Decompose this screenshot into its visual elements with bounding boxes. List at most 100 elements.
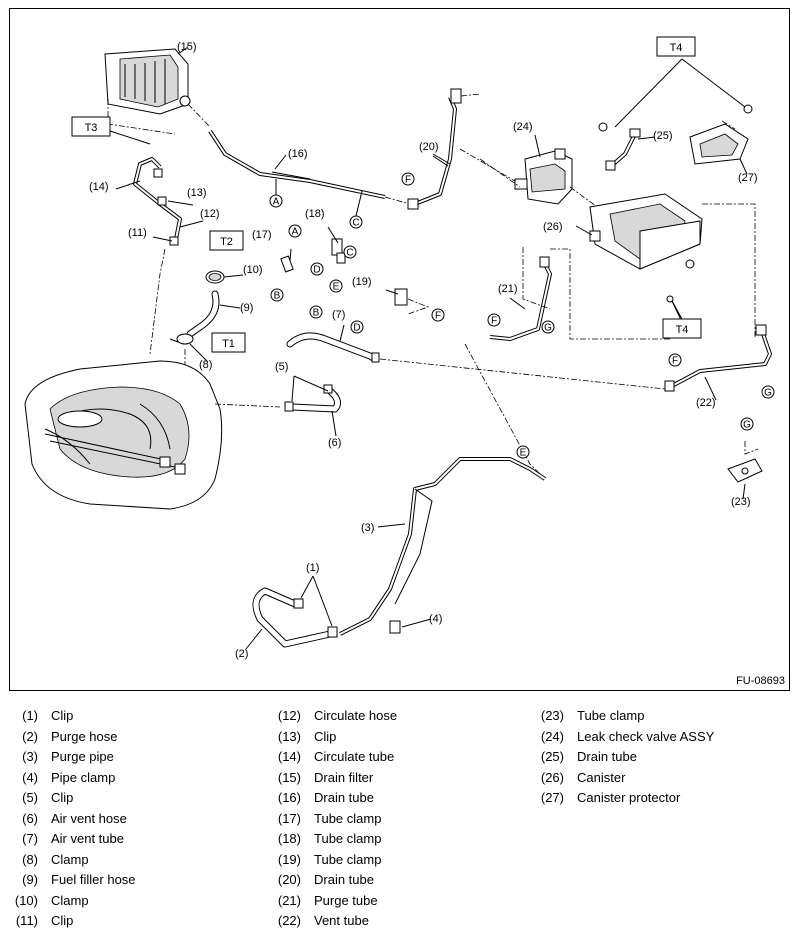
legend-item-number: (4) — [22, 769, 38, 785]
legend-item-name: Circulate hose — [314, 708, 398, 723]
legend-item: (16)Drain tube — [273, 788, 523, 809]
callout-20: (20) — [419, 141, 439, 153]
callout-15: (15) — [177, 41, 197, 53]
legend-item-number: (11) — [15, 913, 38, 928]
connector-g-purge: G — [541, 320, 555, 334]
callout-11: (11) — [128, 227, 147, 239]
torque-box-t2: T2 — [209, 230, 244, 251]
legend-item-number: (15) — [277, 769, 301, 785]
connector-f-purge: F — [487, 313, 501, 327]
legend-item: (7)Air vent tube — [10, 829, 260, 850]
callout-4: (4) — [429, 613, 442, 625]
legend-item-number: (2) — [22, 728, 38, 744]
canister — [550, 193, 756, 340]
connector-a-lower-label: A — [292, 227, 299, 238]
legend-item-number: (14) — [277, 749, 301, 764]
legend-item: (15) Drain filter — [273, 768, 523, 789]
torque-box-t4-lower-label: T4 — [676, 324, 689, 336]
connector-a-upper: A — [269, 179, 283, 208]
connector-b-tube: B — [309, 305, 323, 319]
connector-c-upper: C — [349, 190, 363, 229]
callout-12: (12) — [200, 208, 220, 220]
torque-box-t4-upper-label: T4 — [670, 42, 683, 54]
air-vent-hose-assembly — [284, 384, 342, 413]
legend-item-number: (3) — [22, 749, 38, 764]
legend-item-number: (10) — [14, 892, 38, 908]
circulate-tube-assembly — [133, 157, 182, 355]
legend-item-number: (23) — [540, 708, 564, 723]
legend-item-number: (20) — [277, 872, 301, 887]
legend-item-name: Clamp — [51, 892, 89, 908]
callout-26: (26) — [543, 221, 563, 233]
torque-box-t3: T3 — [71, 116, 111, 137]
legend-column-1: (1) Clip (2) Purge hose (3)Purge pipe (4)P… — [10, 706, 260, 932]
callout-5: (5) — [275, 361, 288, 373]
legend-item-number: (24) — [540, 728, 564, 744]
connector-c-lower-label: C — [346, 248, 353, 259]
legend-item-name: Drain filter — [314, 769, 374, 785]
connector-c-upper-label: C — [352, 218, 359, 229]
callout-14: (14) — [89, 181, 109, 193]
legend-item: (9)Fuel filler hose — [10, 870, 260, 891]
torque-box-t4-upper: T4 — [656, 36, 696, 57]
legend-item-name: Clip — [51, 913, 74, 928]
legend-item: (5)Clip — [10, 788, 260, 809]
legend-item-name: Tube clamp — [314, 831, 382, 846]
legend-item-number: (19) — [277, 851, 301, 867]
legend-item-number: (17) — [277, 810, 301, 826]
legend-item-name: Purge tube — [314, 892, 378, 908]
torque-box-t3-label: T3 — [85, 122, 98, 134]
callout-21: (21) — [498, 283, 518, 295]
legend-item-name: Tube clamp — [314, 810, 382, 826]
legend-item-name: Circulate tube — [314, 749, 395, 764]
legend-item-name: Drain tube — [314, 790, 374, 805]
callout-25: (25) — [653, 130, 673, 142]
legend-item: (19) Tube clamp — [273, 850, 523, 871]
connector-g-purge-label: G — [544, 323, 552, 334]
connector-c-lower: C — [343, 245, 357, 259]
callout-24: (24) — [513, 121, 533, 133]
legend-item-name: Drain tube — [314, 872, 374, 887]
legend-item: (13)Clip — [273, 727, 523, 748]
legend-item-number: (5) — [22, 790, 38, 805]
legend-item: (18)Tube clamp — [273, 829, 523, 850]
callout-18: (18) — [305, 208, 325, 220]
connector-a-upper-label: A — [273, 197, 280, 208]
legend-item: (8)Clamp — [10, 850, 260, 871]
legend-item: (25)Drain tube — [536, 747, 786, 768]
legend-item: (14) Circulate tube — [273, 747, 523, 768]
legend-item: (26)Canister — [536, 768, 786, 789]
legend-item: (21) Purge tube — [273, 891, 523, 912]
legend-item-name: Purge hose — [51, 728, 118, 744]
connector-f-upper-label: F — [405, 175, 411, 186]
connector-f-vent-label: F — [672, 356, 678, 367]
legend-item-number: (9) — [22, 872, 38, 887]
legend-item-name: Tube clamp — [577, 708, 645, 723]
purge-pipe — [339, 457, 547, 636]
legend-item-name: Vent tube — [314, 913, 369, 928]
legend-item-number: (22) — [277, 913, 301, 928]
legend-item: (3)Purge pipe — [10, 747, 260, 768]
connector-f-clamp: F — [431, 308, 445, 322]
connector-e-pipe-label: E — [520, 448, 527, 459]
legend-item-number: (6) — [22, 810, 38, 826]
legend-item-number: (21) — [277, 892, 301, 908]
vent-tube — [664, 324, 772, 392]
legend-item: (17) Tube clamp — [273, 809, 523, 830]
legend-item-number: (1) — [22, 708, 38, 723]
legend-item-name: Tube clamp — [314, 851, 382, 867]
drain-tube-20 — [407, 88, 521, 210]
drain-filter-part — [104, 48, 211, 135]
legend-item: (10) Clamp — [10, 891, 260, 912]
callout-13: (13) — [187, 187, 207, 199]
callout-23: (23) — [731, 496, 751, 508]
legend-item: (4)Pipe clamp — [10, 768, 260, 789]
torque-box-t2-label: T2 — [220, 236, 233, 248]
connector-e-clamp-label: E — [333, 282, 340, 293]
fuel-filler-hose-assembly — [176, 270, 225, 387]
callout-10: (10) — [243, 264, 263, 276]
connector-g-vent: G — [761, 385, 775, 399]
callout-2: (2) — [235, 648, 248, 660]
connector-d-tube: D — [350, 320, 364, 334]
legend-column-3: (23)Tube clamp (24)Leak check valve ASSY… — [536, 706, 786, 809]
